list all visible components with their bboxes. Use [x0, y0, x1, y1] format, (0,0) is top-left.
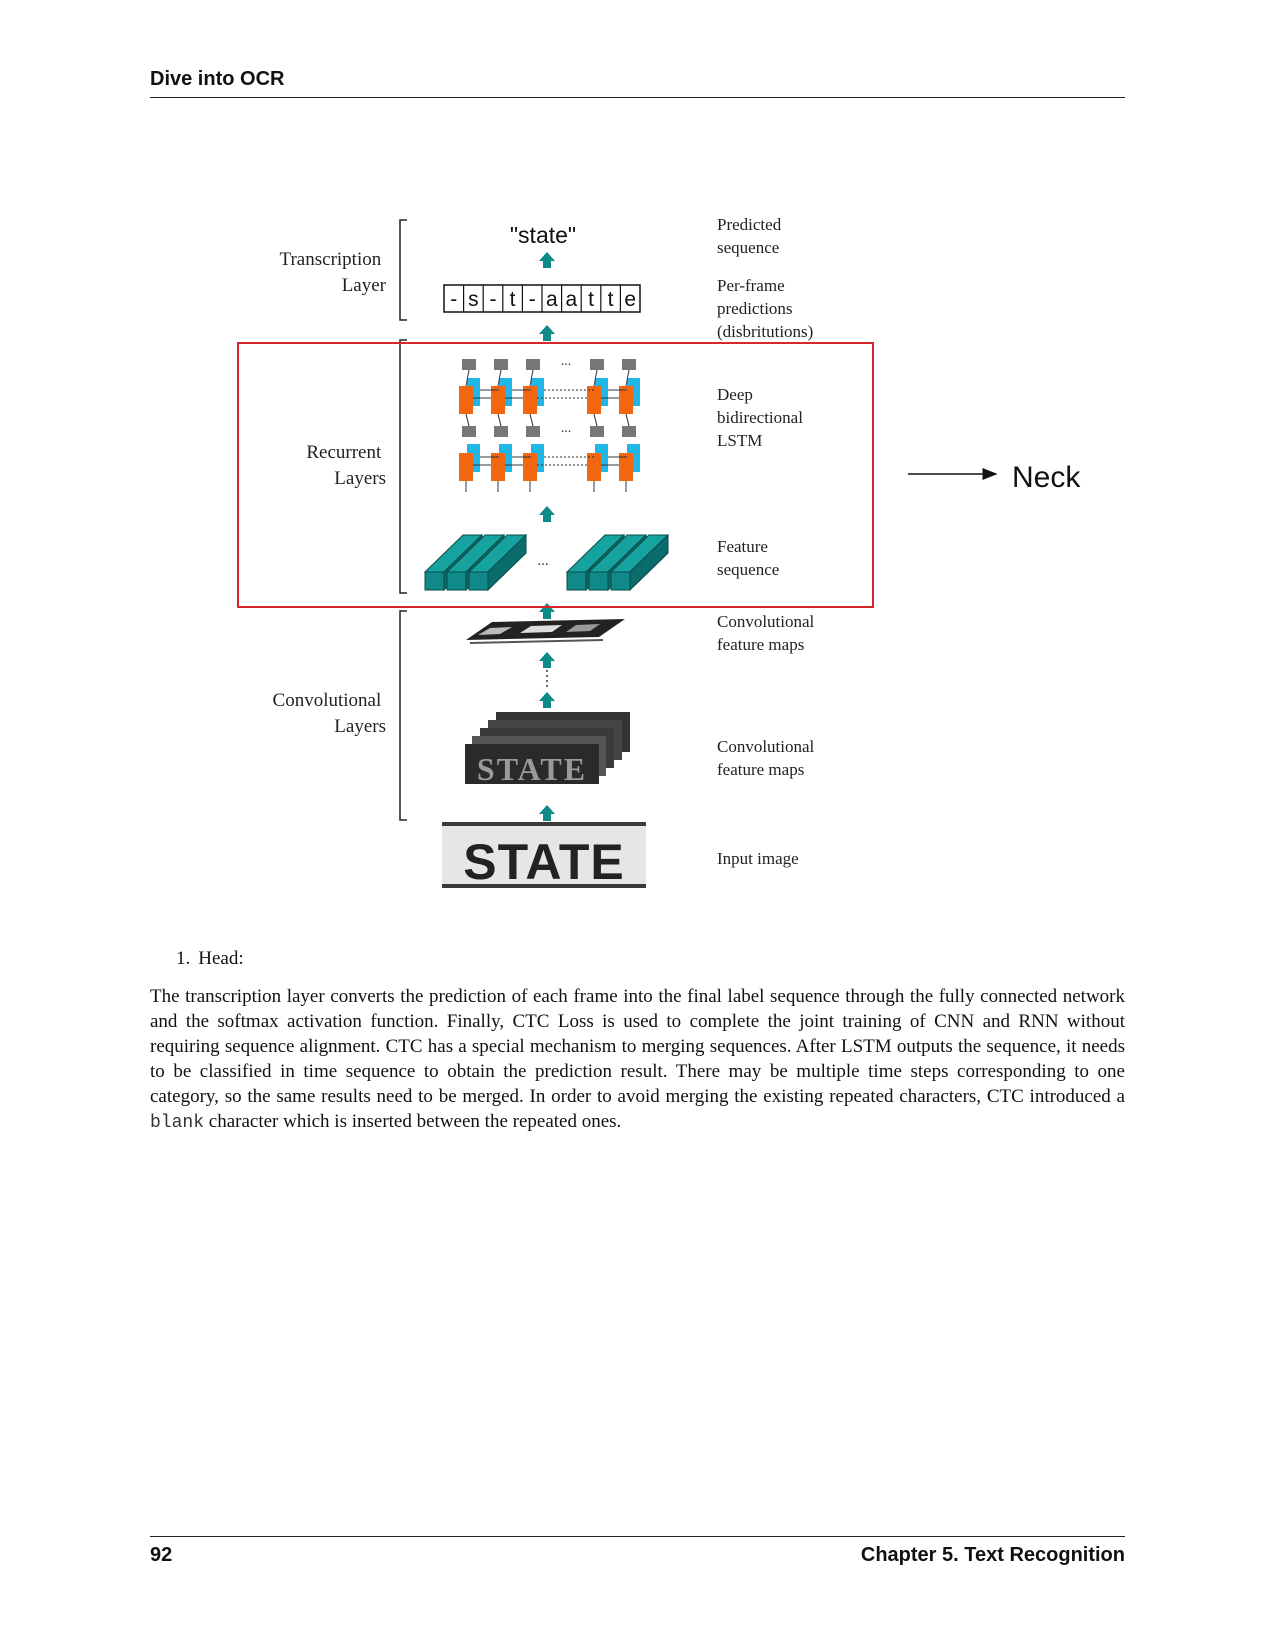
neck-label: Neck: [1012, 461, 1081, 494]
convolutional-bracket: [399, 610, 407, 821]
conv-feature-maps-label-1: Convolutional feature maps: [717, 612, 819, 654]
frame-char: -: [490, 288, 497, 311]
frame-char: e: [624, 288, 636, 311]
frame-char: t: [588, 288, 594, 311]
conv-map-word: STATE: [477, 751, 587, 787]
lstm-ellipsis-mid: ...: [561, 421, 572, 436]
predicted-text: "state": [510, 222, 576, 248]
conv-feature-map-small: [466, 619, 625, 644]
frame-char: t: [608, 288, 614, 311]
feature-sequence-columns: [423, 533, 670, 592]
body-paragraph: The transcription layer converts the pre…: [150, 984, 1125, 1136]
per-frame-boxes: - s - t - a a t t e: [443, 284, 641, 313]
feature-sequence-label: Feature sequence: [717, 537, 779, 579]
predicted-sequence-label: Predicted sequence: [717, 215, 785, 257]
header-rule: [150, 97, 1125, 98]
frame-char: -: [529, 288, 536, 311]
up-arrow-icon: [539, 506, 555, 522]
recurrent-bracket: [399, 339, 407, 594]
page-number: 92: [150, 1544, 173, 1566]
head-list-item: 1. Head:: [176, 948, 244, 970]
up-arrow-icon: [539, 652, 555, 668]
crnn-architecture-figure: Transcription Layer Recurrent Layers Con…: [237, 215, 1081, 890]
frame-char: a: [566, 288, 578, 311]
footer-rule: [150, 1536, 1125, 1537]
per-frame-predictions-label: Per-frame predictions (disbritutions): [717, 276, 813, 341]
conv-feature-maps-label-2: Convolutional feature maps: [717, 737, 819, 779]
flow-arrows: [539, 252, 555, 821]
frame-char: t: [510, 288, 516, 311]
convolutional-layers-label: Convolutional Layers: [273, 690, 386, 737]
feature-ellipsis: ...: [537, 553, 548, 569]
list-label: Head:: [198, 948, 244, 969]
running-header-title: Dive into OCR: [150, 68, 285, 90]
transcription-bracket: [399, 219, 407, 321]
transcription-layer-label: Transcription Layer: [280, 249, 387, 296]
frame-char: a: [546, 288, 558, 311]
frame-char: s: [468, 288, 479, 311]
up-arrow-icon: [539, 325, 555, 341]
recurrent-layers-label: Recurrent Layers: [306, 442, 386, 489]
input-word: STATE: [463, 834, 624, 890]
up-arrow-icon: [539, 252, 555, 268]
neck-highlight-box: [237, 342, 874, 608]
paragraph-text-2: character which is inserted between the …: [204, 1111, 622, 1132]
up-arrow-icon: [539, 805, 555, 821]
input-image-label: Input image: [717, 849, 799, 868]
lstm-ellipsis-top: ...: [561, 354, 572, 369]
frame-char: -: [450, 288, 457, 311]
inline-code-blank: blank: [150, 1113, 205, 1133]
conv-feature-map-stack: STATE: [465, 712, 630, 787]
list-number: 1.: [176, 948, 191, 969]
input-image: STATE: [442, 822, 646, 890]
up-arrow-icon: [539, 692, 555, 708]
lstm-network: ... ...: [459, 354, 640, 492]
chapter-title: Chapter 5. Text Recognition: [860, 1544, 1125, 1566]
up-arrow-icon: [539, 603, 555, 619]
lstm-label: Deep bidirectional LSTM: [717, 385, 807, 450]
paragraph-text-1: The transcription layer converts the pre…: [150, 986, 1125, 1107]
